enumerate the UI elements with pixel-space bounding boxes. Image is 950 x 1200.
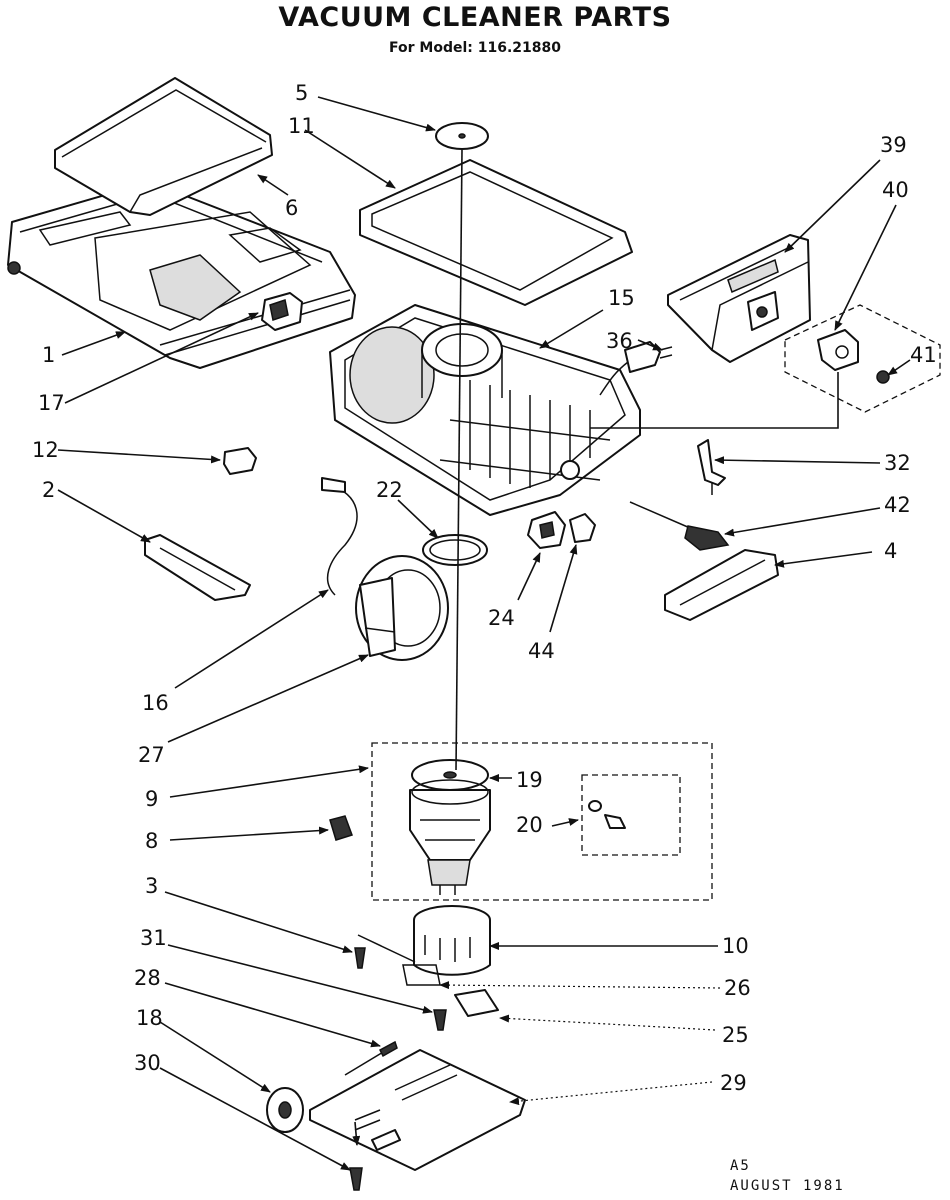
- top-cover-part: [7, 181, 356, 369]
- callout-11: 11: [288, 114, 315, 138]
- callout-32: 32: [884, 451, 911, 475]
- callout-15: 15: [608, 286, 635, 310]
- callout-19: 19: [516, 768, 543, 792]
- motor-assembly-box: [371, 742, 713, 901]
- callout-3: 3: [145, 874, 158, 898]
- gasket-part: [359, 159, 633, 306]
- callout-8: 8: [145, 829, 158, 853]
- latch-detail-box: [784, 304, 941, 413]
- callout-29: 29: [720, 1071, 747, 1095]
- callout-18: 18: [136, 1006, 163, 1030]
- callout-12: 12: [32, 438, 59, 462]
- filter-disc-part: [435, 122, 489, 150]
- callout-28: 28: [134, 966, 161, 990]
- wheel-part: [266, 1087, 304, 1133]
- diagram-title: VACUUM CLEANER PARTS: [278, 2, 672, 33]
- callout-40: 40: [882, 178, 909, 202]
- callout-26: 26: [724, 976, 751, 1000]
- footer-date: AUGUST 1981: [730, 1178, 845, 1194]
- callout-10: 10: [722, 934, 749, 958]
- lid-part: [54, 77, 273, 216]
- callout-17: 17: [38, 391, 65, 415]
- o-ring-part: [422, 534, 488, 566]
- callout-31: 31: [140, 926, 167, 950]
- callout-39: 39: [880, 133, 907, 157]
- cord-reel-part: [321, 477, 449, 661]
- wheel-bracket-part: [527, 511, 566, 549]
- screw-3-part: [354, 947, 366, 969]
- callout-25: 25: [722, 1023, 749, 1047]
- screw-31-part: [433, 1009, 447, 1031]
- callout-22: 22: [376, 478, 403, 502]
- switch-part: [261, 292, 303, 331]
- callout-labels: 5 11 6 1 17 12 2 15 36 39 40 41 32 42 4 …: [32, 81, 937, 1095]
- base-housing-part: [329, 304, 641, 516]
- footer-code: A5: [730, 1158, 751, 1174]
- button-part: [223, 447, 257, 475]
- callout-24: 24: [488, 606, 515, 630]
- clip-part: [697, 439, 726, 495]
- callout-2: 2: [42, 478, 55, 502]
- callout-36: 36: [606, 329, 633, 353]
- assembly-axis-line: [455, 149, 463, 771]
- callout-27: 27: [138, 743, 165, 767]
- callout-5: 5: [295, 81, 308, 105]
- callout-30: 30: [134, 1051, 161, 1075]
- callout-4: 4: [884, 539, 897, 563]
- base-plate-part: [309, 1049, 526, 1171]
- callout-16: 16: [142, 691, 169, 715]
- callout-6: 6: [285, 196, 298, 220]
- axle-part: [344, 1040, 398, 1076]
- screw-30-part: [349, 1167, 363, 1191]
- handle-housing-part: [667, 234, 811, 363]
- model-subtitle: For Model: 116.21880: [389, 40, 561, 56]
- callout-1: 1: [42, 343, 55, 367]
- callout-42: 42: [884, 493, 911, 517]
- catch-part: [569, 513, 596, 543]
- pad-part: [454, 989, 499, 1017]
- callout-20: 20: [516, 813, 543, 837]
- motor-cup-part: [402, 905, 491, 986]
- callout-41: 41: [910, 343, 937, 367]
- callout-44: 44: [528, 639, 555, 663]
- leader-lines: [57, 96, 911, 1171]
- cord-connector-part: [629, 501, 730, 551]
- plug-part: [599, 341, 673, 396]
- spring-part: [329, 815, 353, 841]
- bumper-part: [664, 549, 779, 621]
- bracket-part: [144, 534, 251, 601]
- callout-9: 9: [145, 787, 158, 811]
